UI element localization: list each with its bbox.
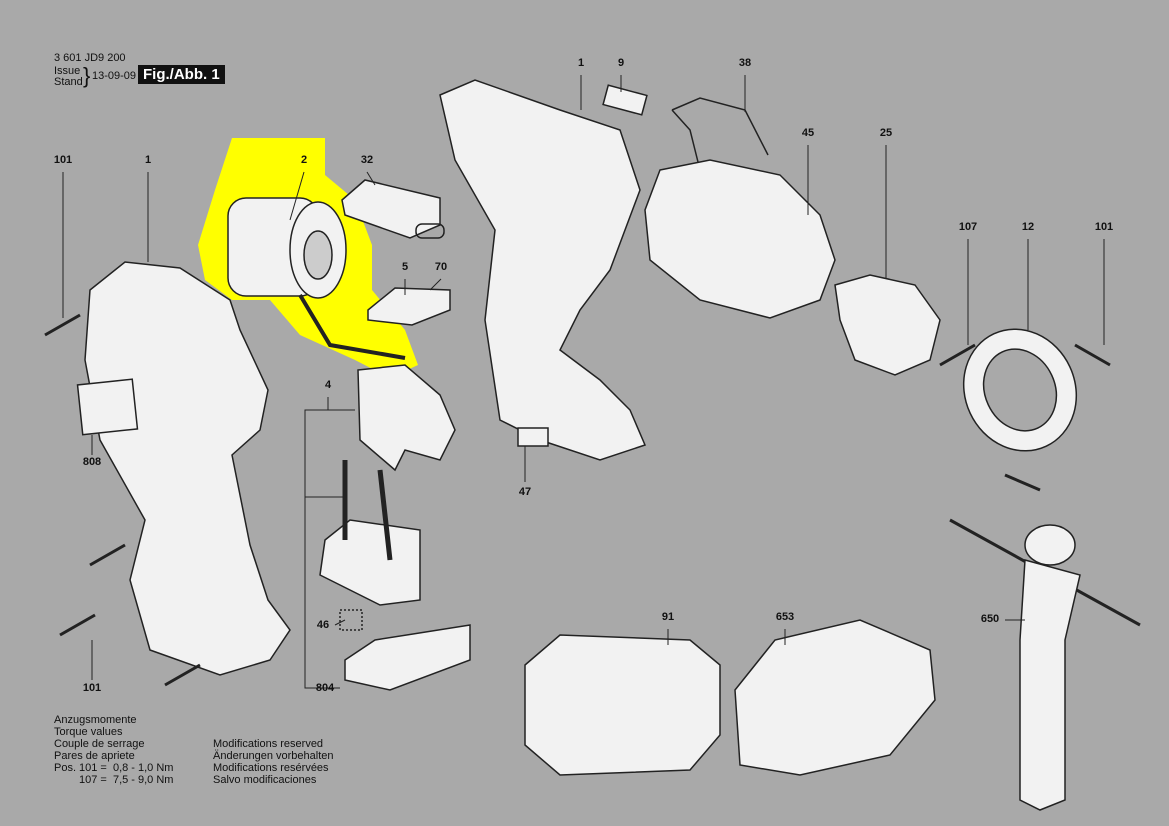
torque-line: Pares de apriete <box>54 750 135 762</box>
torque-row-107: 107 = 7,5 - 9,0 Nm <box>79 774 174 786</box>
callout-45: 45 <box>801 127 815 139</box>
modifications-line: Modifications resérvées <box>213 762 329 774</box>
callout-101: 101 <box>1094 221 1114 233</box>
spring-part-46[interactable] <box>339 609 363 631</box>
callout-12: 12 <box>1021 221 1035 233</box>
part-number: 3 601 JD9 200 <box>54 52 126 64</box>
torque-line: Torque values <box>54 726 123 738</box>
housing-left-part-1[interactable] <box>84 261 291 676</box>
label-part-9[interactable] <box>602 84 648 116</box>
battery-part-91[interactable] <box>524 634 721 776</box>
callout-1: 1 <box>577 57 585 69</box>
callout-38: 38 <box>738 57 752 69</box>
screws <box>44 313 1111 687</box>
figure-label: Fig./Abb. 1 <box>138 65 225 84</box>
callout-1: 1 <box>144 154 152 166</box>
callout-2: 2 <box>300 154 308 166</box>
callout-91: 91 <box>661 611 675 623</box>
side-handle-part-650[interactable] <box>949 518 1141 811</box>
callout-25: 25 <box>879 127 893 139</box>
torque-line: Anzugsmomente <box>54 714 137 726</box>
callout-808: 808 <box>82 456 102 468</box>
chuck-part-25[interactable] <box>834 274 941 376</box>
clip-part[interactable] <box>415 223 445 239</box>
stand-label: Stand <box>54 76 83 88</box>
switch-part-4[interactable] <box>357 364 456 472</box>
part-47[interactable] <box>517 427 549 447</box>
callout-70: 70 <box>434 261 448 273</box>
issue-date: 13-09-09 <box>92 70 137 82</box>
modifications-line: Salvo modificaciones <box>213 774 317 786</box>
callout-650: 650 <box>980 613 1000 625</box>
pos-label: Pos. <box>54 762 77 774</box>
spring-part-38 <box>671 97 769 171</box>
callout-32: 32 <box>360 154 374 166</box>
label-part-808[interactable] <box>76 378 139 436</box>
modifications-line: Modifications reserved <box>213 738 324 750</box>
part-804[interactable] <box>344 624 471 691</box>
torque-line: Couple de serrage <box>54 738 145 750</box>
leader-lines <box>62 75 1105 689</box>
callout-101: 101 <box>53 154 73 166</box>
switch-base[interactable] <box>319 519 421 606</box>
brace: } <box>83 63 91 88</box>
charger-part-653[interactable] <box>734 619 936 776</box>
callout-101: 101 <box>82 682 102 694</box>
callout-653: 653 <box>775 611 795 623</box>
torque-values: Anzugsmomente Torque values Couple de se… <box>54 714 173 786</box>
issue-label: Issue <box>54 65 81 77</box>
motor-part-2[interactable] <box>227 197 406 360</box>
part-5[interactable] <box>367 287 451 326</box>
housing-right-part-1[interactable] <box>439 79 647 461</box>
modifications-line: Änderungen vorbehalten <box>213 750 334 762</box>
gearbox-part-45[interactable] <box>644 159 836 319</box>
callout-46: 46 <box>316 619 330 631</box>
callout-47: 47 <box>518 486 532 498</box>
torque-row-101: 101 = 0,8 - 1,0 Nm <box>79 762 174 774</box>
callout-5: 5 <box>401 261 409 273</box>
callout-107: 107 <box>958 221 978 233</box>
callout-804: 804 <box>315 682 335 694</box>
callout-9: 9 <box>617 57 625 69</box>
callout-4: 4 <box>324 379 332 391</box>
modifications-notice: Modifications reserved Änderungen vorbeh… <box>213 738 333 786</box>
